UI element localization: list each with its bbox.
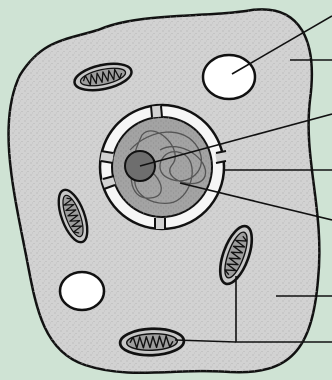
vacuole-bottom (60, 272, 104, 310)
vacuole-top (203, 55, 255, 99)
nucleus (100, 105, 226, 229)
mitochondrion-bottom (120, 328, 185, 357)
